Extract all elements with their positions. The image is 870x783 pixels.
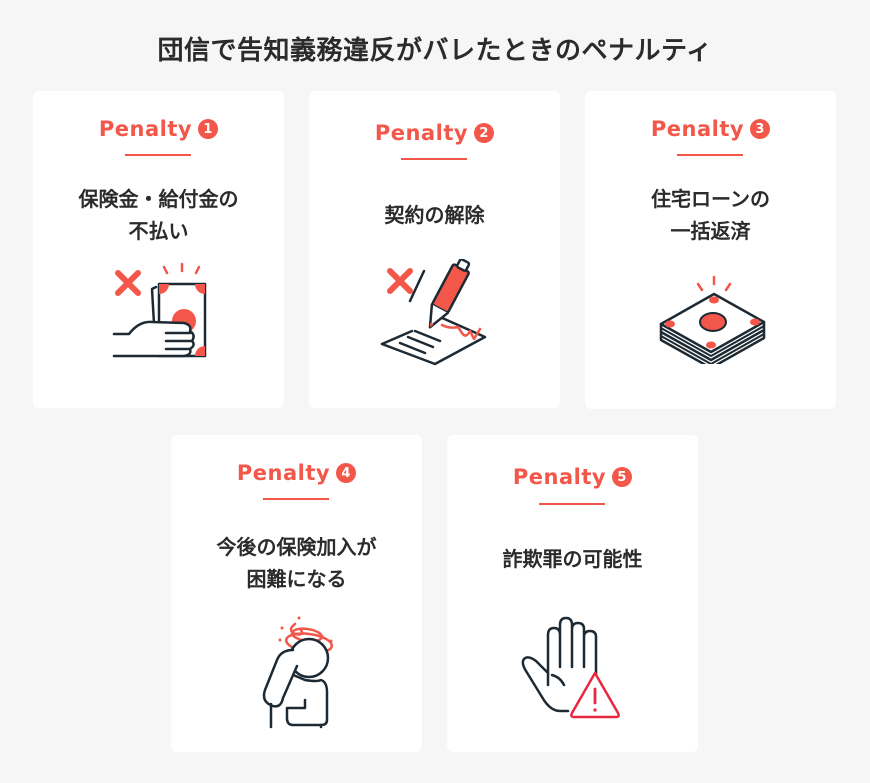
penalty-number-badge: 1 xyxy=(198,119,219,139)
card-heading: 住宅ローンの 一括返済 xyxy=(585,183,836,247)
heading-line: 一括返済 xyxy=(670,219,751,243)
heading-line: 今後の保険加入が xyxy=(216,535,377,559)
penalty-number-badge: 4 xyxy=(336,463,357,483)
card-heading: 契約の解除 xyxy=(309,199,560,231)
penalty-label: Penalty 2 xyxy=(309,121,560,145)
penalty-card-5: Penalty 5 詐欺罪の可能性 xyxy=(447,435,698,752)
penalty-label: Penalty 1 xyxy=(33,117,284,141)
penalty-number-badge: 5 xyxy=(612,467,633,487)
heading-line: 住宅ローンの xyxy=(651,187,770,211)
heading-line: 保険金・給付金の xyxy=(78,187,239,211)
hand-holding-money-cross-icon xyxy=(33,259,284,369)
heading-line: 契約の解除 xyxy=(384,203,485,227)
dizzy-person-icon xyxy=(171,610,422,730)
penalty-text: Penalty xyxy=(98,117,193,141)
page-title: 団信で告知義務違反がバレたときのペナルティ xyxy=(157,36,713,66)
penalty-label: Penalty 4 xyxy=(171,461,422,485)
pen-signing-contract-cross-icon xyxy=(309,259,560,369)
hand-stop-warning-icon xyxy=(447,615,698,725)
penalty-underline xyxy=(676,154,743,156)
penalty-card-2: Penalty 2 契約の解除 xyxy=(309,91,560,408)
penalty-text: Penalty xyxy=(236,461,331,485)
card-heading: 詐欺罪の可能性 xyxy=(447,543,698,575)
penalty-label: Penalty 3 xyxy=(585,117,836,141)
penalty-number-badge: 2 xyxy=(474,123,495,143)
card-heading: 今後の保険加入が 困難になる xyxy=(171,531,422,595)
penalty-label: Penalty 5 xyxy=(447,465,698,489)
penalty-underline xyxy=(124,154,191,156)
heading-line: 不払い xyxy=(128,219,189,243)
penalty-underline xyxy=(538,503,605,505)
stack-of-money-icon xyxy=(585,274,836,364)
penalty-text: Penalty xyxy=(374,121,469,145)
penalty-text: Penalty xyxy=(512,465,607,489)
penalty-card-4: Penalty 4 今後の保険加入が 困難になる xyxy=(171,435,422,752)
penalty-card-3: Penalty 3 住宅ローンの 一括返済 xyxy=(585,91,836,409)
penalty-underline xyxy=(262,498,329,500)
card-heading: 保険金・給付金の 不払い xyxy=(33,183,284,247)
heading-line: 詐欺罪の可能性 xyxy=(502,547,643,571)
penalty-number-badge: 3 xyxy=(750,119,771,139)
penalty-underline xyxy=(400,158,467,160)
heading-line: 困難になる xyxy=(246,567,347,591)
penalty-text: Penalty xyxy=(650,117,745,141)
penalty-card-1: Penalty 1 保険金・給付金の 不払い xyxy=(33,91,284,408)
